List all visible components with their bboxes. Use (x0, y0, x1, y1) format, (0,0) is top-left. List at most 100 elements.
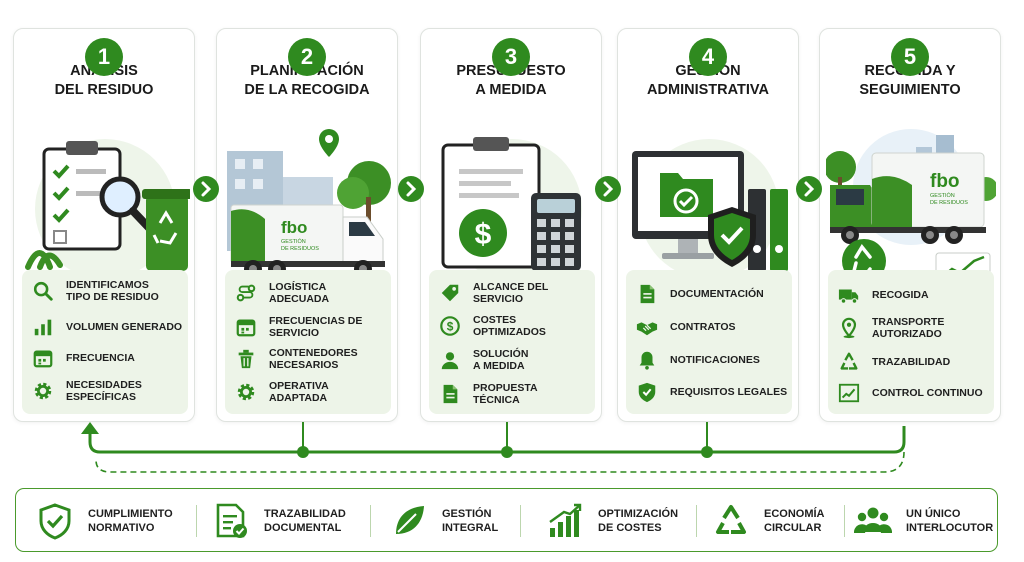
bell-icon (636, 349, 658, 371)
item-text: TRAZABILIDAD (872, 356, 951, 368)
collection-truck-illustration: fbo GESTIÓN DE RESIDUOS (824, 127, 998, 285)
divider (196, 505, 197, 537)
waste-analysis-illustration (20, 127, 192, 285)
item-text: REQUISITOS LEGALES (670, 386, 788, 398)
item-text: DOCUMENTACIÓN (670, 288, 764, 300)
shield-check-icon (36, 502, 74, 540)
step-card-1: 1 ANÁLISIS DEL RESIDUO IDENTIFICAMOSTIPO… (13, 28, 195, 422)
growth-chart-icon (546, 502, 584, 540)
recycle-icon (712, 502, 750, 540)
chevron-right-icon (595, 176, 621, 202)
step-card-5: 5 RECOGIDA Y SEGUIMIENTO fbo GESTIÓN DE … (819, 28, 1001, 422)
person-icon (439, 349, 461, 371)
shield-check-icon (636, 381, 658, 403)
list-item: NOTIFICACIONES (626, 345, 792, 375)
gear-icon (235, 381, 257, 403)
step-title-line2: A MEDIDA (475, 82, 547, 98)
item-text: CONTRATOS (670, 321, 736, 333)
truck-brand-subtitle: DE RESIDUOS (281, 246, 319, 252)
item-text: CONTROL CONTINUO (872, 387, 983, 399)
step-card-2: 2 PLANIFICACIÓN DE LA RECOGIDA fbo GESTI… (216, 28, 398, 422)
step-number-badge: 1 (85, 38, 123, 76)
process-cycle-connector (81, 422, 906, 473)
recycle-icon (838, 351, 860, 373)
step-number-badge: 3 (492, 38, 530, 76)
chevron-right-icon (398, 176, 424, 202)
trash-bin-icon (235, 348, 257, 370)
list-item: CONTROL CONTINUO (828, 378, 994, 408)
line-chart-icon (838, 382, 860, 404)
budget-illustration: $ (427, 127, 597, 285)
route-icon (235, 282, 257, 304)
step-number-badge: 5 (891, 38, 929, 76)
list-item: TRAZABILIDAD (828, 347, 994, 377)
location-pin-icon (838, 317, 860, 339)
truck-brand-subtitle: DE RESIDUOS (930, 200, 968, 206)
divider (696, 505, 697, 537)
tag-icon (439, 282, 461, 304)
svg-text:$: $ (475, 218, 492, 251)
step-number-badge: 2 (288, 38, 326, 76)
step-title-line2: SEGUIMIENTO (859, 82, 961, 98)
calendar-icon (32, 347, 54, 369)
bar-chart-icon (32, 316, 54, 338)
truck-icon (838, 284, 860, 306)
dollar-icon: $ (439, 315, 461, 337)
divider (844, 505, 845, 537)
list-item: FRECUENCIA (22, 343, 188, 373)
chevron-right-icon (193, 176, 219, 202)
truck-brand-subtitle: GESTIÓN (281, 238, 306, 245)
step-card-3: 3 PRESUPUESTO A MEDIDA $ ALCAN (420, 28, 602, 422)
divider (520, 505, 521, 537)
list-item: VOLUMEN GENERADO (22, 312, 188, 342)
gear-icon (32, 380, 54, 402)
item-text: FRECUENCIA (66, 352, 135, 364)
document-icon (439, 383, 461, 405)
list-item: RECOGIDA (828, 280, 994, 310)
step-title-line2: DE LA RECOGIDA (244, 82, 370, 98)
truck-brand-text: fbo (930, 171, 960, 192)
list-item: CONTRATOS (626, 312, 792, 342)
list-item: DOCUMENTACIÓN (626, 279, 792, 309)
item-text: VOLUMEN GENERADO (66, 321, 183, 333)
handshake-icon (636, 316, 658, 338)
step-number-badge: 4 (689, 38, 727, 76)
svg-text:$: $ (447, 320, 454, 334)
truck-city-illustration: fbo GESTIÓN DE RESIDUOS (223, 127, 393, 285)
